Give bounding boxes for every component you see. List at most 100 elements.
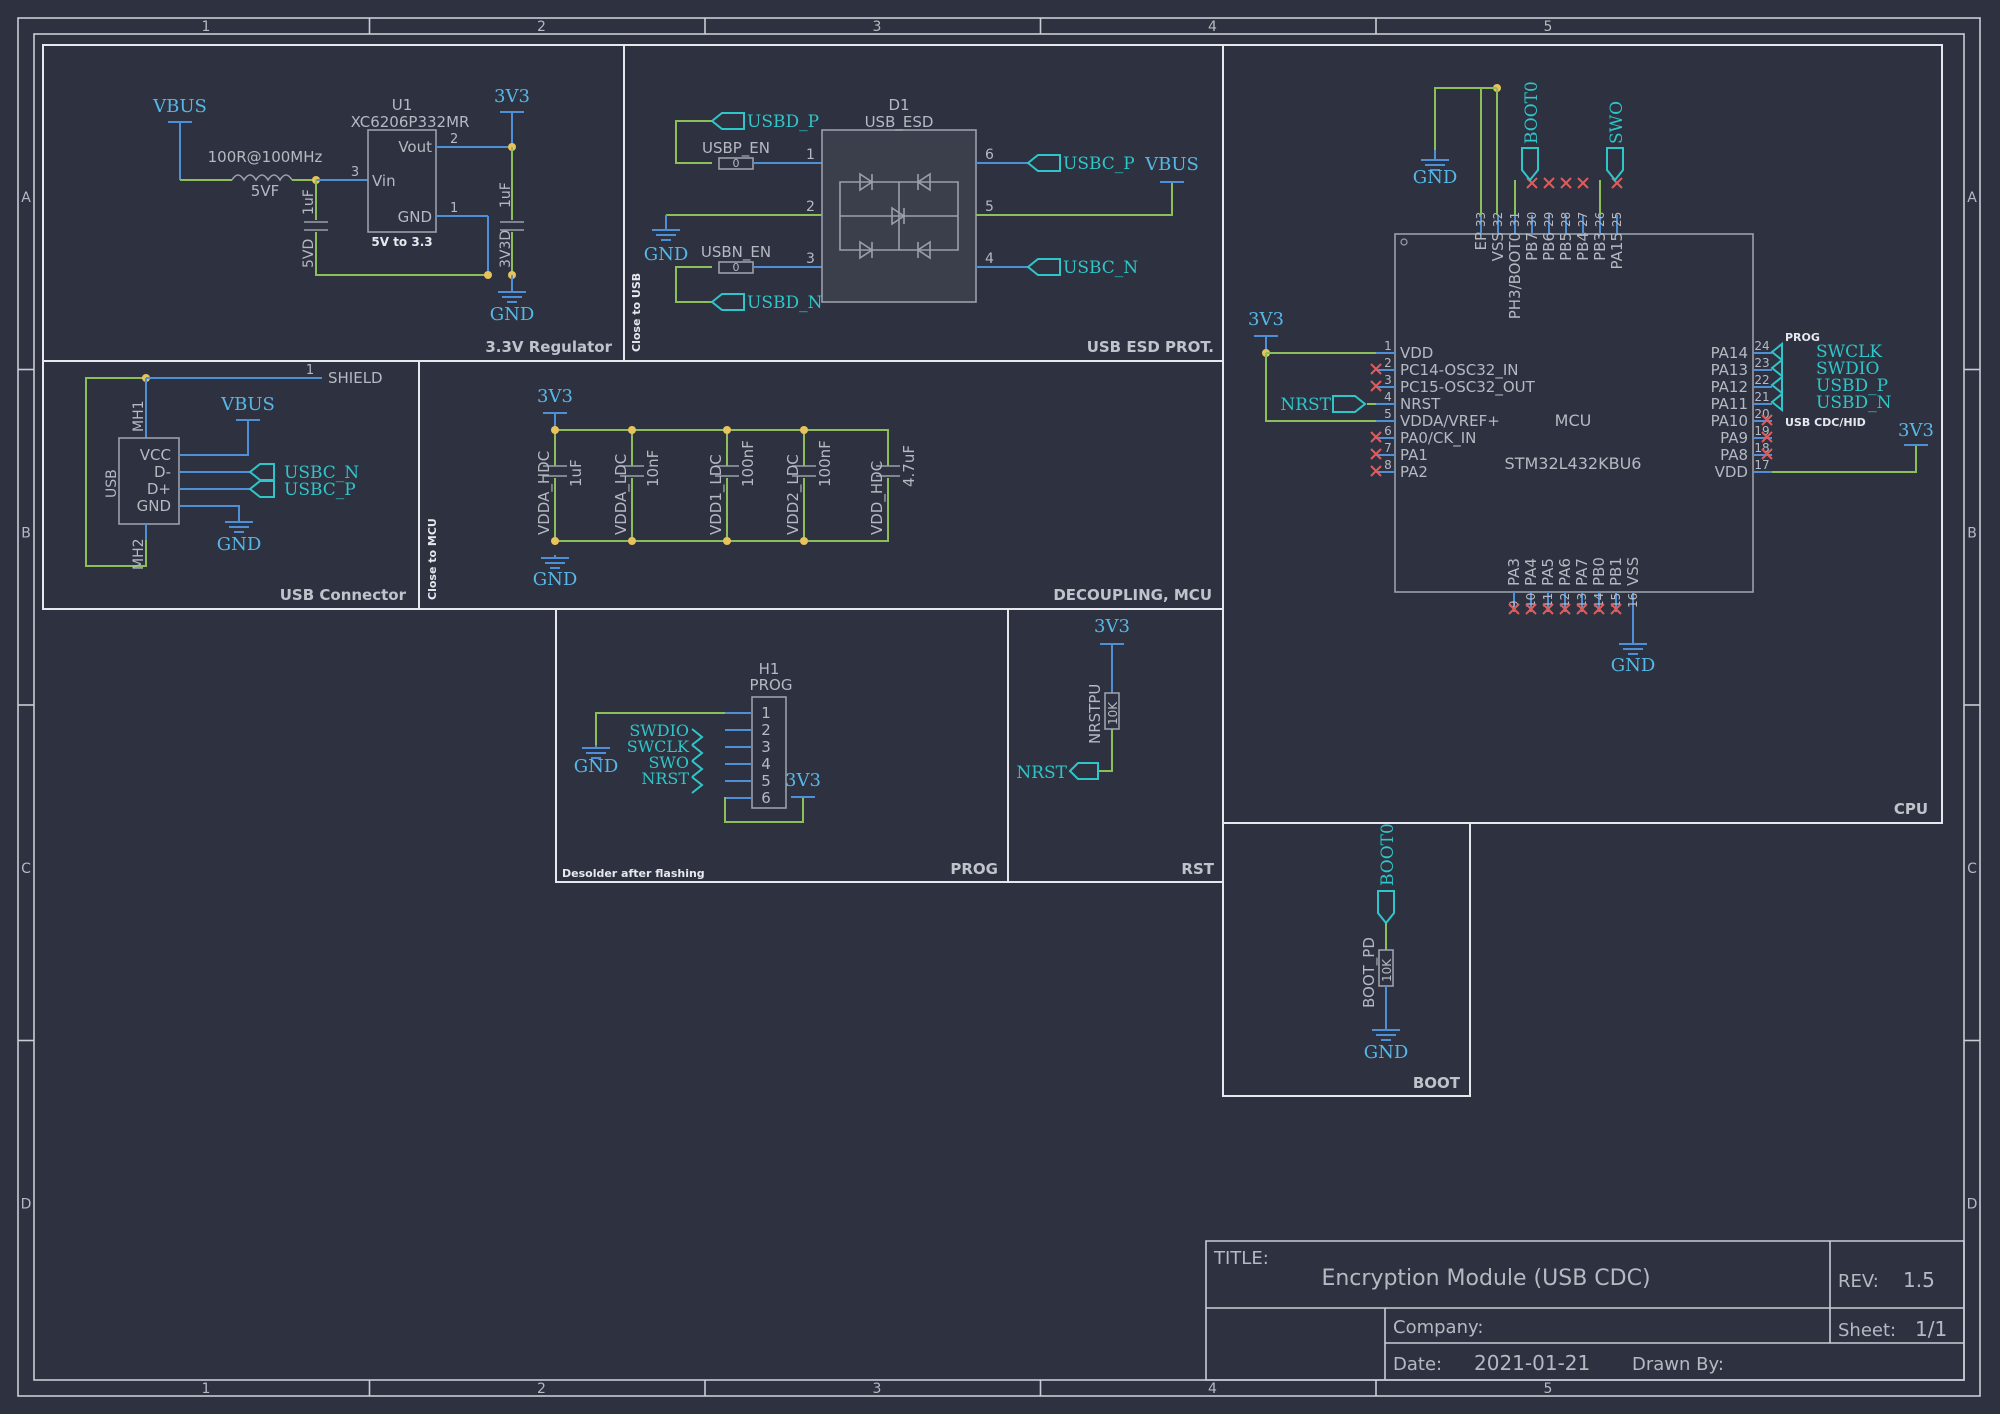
mcu-pin-name: PA12: [1711, 378, 1748, 396]
mcu-pin-name: VDD: [1715, 463, 1748, 481]
mcu-pin-name: EP: [1472, 232, 1490, 251]
svg-text:SWCLK: SWCLK: [627, 737, 690, 756]
section-usb-connector: USB Connector 1 SHIELD MH1 USB VCC D- D+…: [42, 360, 420, 610]
decap-value: 100nF: [816, 440, 834, 487]
svg-text:4: 4: [985, 251, 994, 267]
no-connect-mark: [1610, 603, 1622, 615]
mcu-pin-name: VDD: [1400, 344, 1433, 362]
svg-text:USBD_N: USBD_N: [1816, 393, 1892, 413]
section-title-usb-connector: USB Connector: [280, 586, 407, 604]
row-label-right: D: [1967, 1197, 1978, 1213]
svg-text:Close to USB: Close to USB: [630, 273, 643, 352]
no-connect-mark: [1370, 431, 1382, 443]
decap-ref: VDDA_LDC: [612, 454, 631, 535]
svg-text:VCC: VCC: [140, 446, 171, 464]
svg-text:GND: GND: [644, 244, 689, 265]
svg-text:GND: GND: [533, 569, 578, 590]
col-label-top: 1: [202, 19, 211, 35]
col-label-bottom: 4: [1208, 1381, 1217, 1397]
row-label-left: B: [21, 526, 31, 542]
svg-text:10K: 10K: [1106, 701, 1120, 725]
mcu-pin-number: 12: [1558, 593, 1572, 608]
svg-text:GND: GND: [217, 534, 262, 555]
svg-text:3V3: 3V3: [1248, 309, 1284, 330]
no-connect-mark: [1577, 177, 1589, 189]
title-block: TITLE: Encryption Module (USB CDC) REV: …: [1205, 1240, 1965, 1381]
svg-text:1uF: 1uF: [301, 189, 317, 215]
decoupling-capacitor: [620, 465, 644, 477]
mcu-pin-number: 1: [1384, 339, 1392, 353]
section-title-rst: RST: [1181, 860, 1214, 878]
svg-text:Company:: Company:: [1393, 1317, 1483, 1338]
no-connect-mark: [1761, 431, 1773, 443]
svg-text:NRSTPU: NRSTPU: [1086, 684, 1104, 744]
svg-text:3V3D: 3V3D: [498, 230, 514, 268]
col-label-bottom: 1: [202, 1381, 211, 1397]
svg-text:BOOT0: BOOT0: [1522, 81, 1542, 144]
section-title-decoupling: DECOUPLING, MCU: [1053, 586, 1212, 604]
mcu-pin-name: PA14: [1711, 344, 1748, 362]
svg-text:0: 0: [733, 157, 740, 170]
decap-value: 100nF: [739, 440, 757, 487]
mcu-pin-name: PA3: [1505, 558, 1523, 586]
no-connect-mark: [1761, 414, 1773, 426]
header-pin-number: 3: [761, 738, 771, 756]
svg-text:GND: GND: [137, 497, 171, 515]
svg-text:GND: GND: [574, 756, 619, 777]
svg-text:NRST: NRST: [1016, 763, 1067, 783]
svg-text:1: 1: [806, 147, 815, 163]
decap-ref: VDD2_LDC: [784, 454, 803, 535]
no-connect-mark: [1370, 465, 1382, 477]
svg-text:TITLE:: TITLE:: [1213, 1248, 1269, 1269]
svg-text:USBP_EN: USBP_EN: [702, 139, 770, 158]
decap-value: 1uF: [567, 459, 585, 487]
svg-text:D-: D-: [154, 463, 171, 481]
section-title-esd: USB ESD PROT.: [1087, 338, 1214, 356]
header-pin-number: 4: [761, 755, 771, 773]
mcu-pin-name: NRST: [1400, 395, 1441, 413]
section-rst: RST 3V3 10K NRSTPU NRST: [1007, 608, 1224, 883]
col-label-bottom: 2: [537, 1381, 546, 1397]
ferrite-ref: 5VF: [251, 182, 279, 200]
svg-text:USBN_EN: USBN_EN: [701, 243, 771, 262]
mcu-pin-name: PB4: [1574, 232, 1592, 261]
svg-text:Vout: Vout: [398, 138, 432, 156]
svg-text:USB_ESD: USB_ESD: [865, 113, 934, 132]
section-decoupling: DECOUPLING, MCU Close to MCU 3V3 GND VDD…: [418, 360, 1224, 610]
svg-text:3V3: 3V3: [1898, 420, 1934, 441]
no-connect-mark: [1525, 603, 1537, 615]
net-3v3-reg: 3V3: [494, 86, 530, 107]
mcu-pin-name: PA7: [1573, 558, 1591, 586]
mcu-pin-number: 17: [1754, 458, 1769, 472]
svg-text:USBC_N: USBC_N: [1063, 258, 1138, 278]
header-pin-number: 1: [761, 704, 771, 722]
svg-text:REV:: REV:: [1838, 1271, 1879, 1292]
mcu-pin-number: 13: [1575, 593, 1589, 608]
no-connect-mark: [1508, 603, 1520, 615]
mcu-pin-number: 33: [1474, 212, 1488, 227]
section-title-regulator: 3.3V Regulator: [485, 338, 612, 356]
svg-text:VBUS: VBUS: [1144, 154, 1199, 175]
decap-ref: VDDA_HDC: [535, 451, 554, 535]
mcu-pin-number: 23: [1754, 356, 1769, 370]
svg-text:VBUS: VBUS: [220, 394, 275, 415]
mcu-pin-number: 27: [1576, 212, 1590, 227]
svg-text:NRST: NRST: [641, 769, 689, 788]
mcu-pin-number: 14: [1592, 593, 1606, 608]
mcu-pin-number: 3: [1384, 373, 1392, 387]
svg-text:2: 2: [806, 199, 815, 215]
section-title-cpu: CPU: [1894, 800, 1928, 818]
svg-text:3: 3: [806, 251, 815, 267]
svg-text:GND: GND: [398, 208, 432, 226]
mcu-pin-name: PH3/BOOT0: [1506, 232, 1524, 319]
mcu-pin-name: PA4: [1522, 558, 1540, 586]
svg-text:USB: USB: [104, 469, 120, 498]
col-label-top: 3: [873, 19, 882, 35]
col-label-bottom: 3: [873, 1381, 882, 1397]
svg-text:SWO: SWO: [1607, 101, 1627, 144]
svg-text:D1: D1: [888, 96, 909, 114]
no-connect-mark: [1370, 448, 1382, 460]
svg-text:1: 1: [306, 363, 314, 378]
decap-ref: VDD_HDC: [868, 461, 887, 535]
